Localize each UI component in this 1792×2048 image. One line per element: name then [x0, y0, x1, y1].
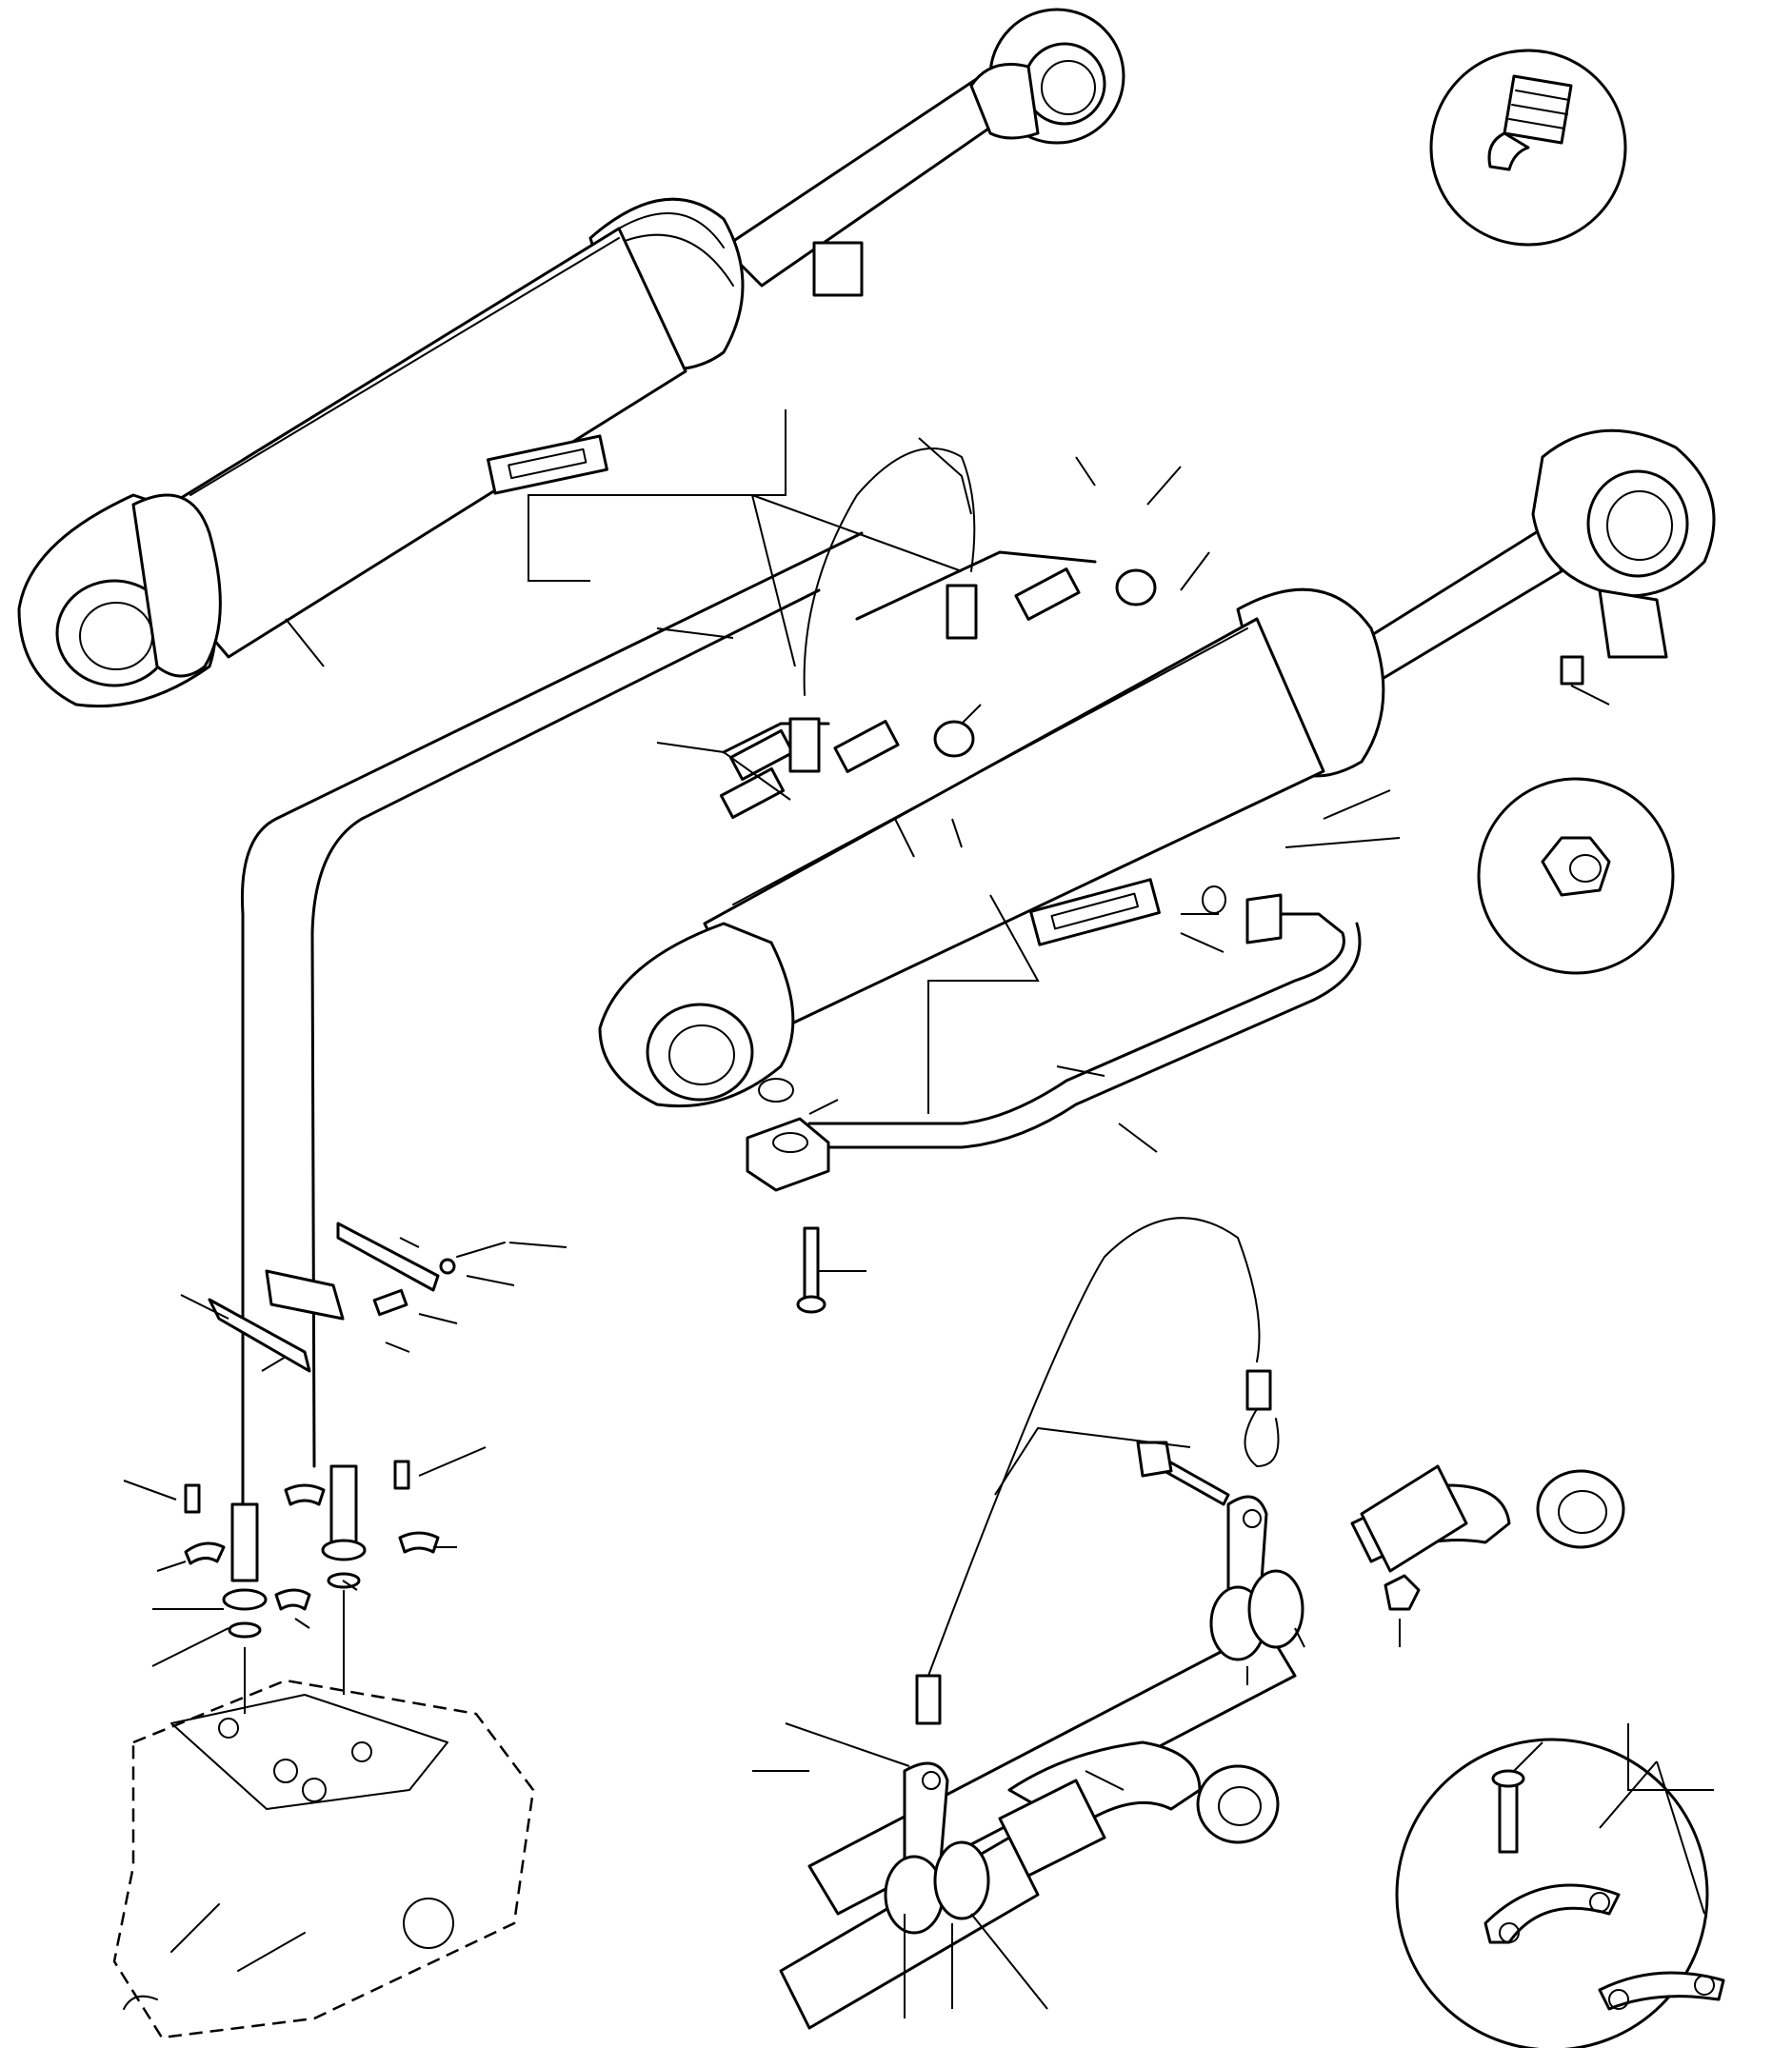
hydraulic-cylinder-left	[17, 8, 1125, 708]
flange-bolt	[796, 1226, 826, 1314]
control-valve	[112, 1590, 535, 2039]
detail-circle-cap-nut	[1477, 777, 1675, 975]
hydraulic-cylinder-right	[598, 428, 1716, 1108]
detail-circle-elbow-fitting	[1429, 49, 1627, 247]
detail-circle-split-clamp	[1395, 1738, 1725, 2048]
hose-clamp-assembly	[208, 1222, 506, 1373]
hydraulic-hoses	[240, 447, 1157, 1506]
leader-lines	[123, 409, 1714, 2018]
steel-pipe	[746, 885, 1362, 1192]
pipe-clamp-detail	[779, 1217, 1625, 2030]
hose-end-fittings-left	[184, 1460, 440, 1639]
